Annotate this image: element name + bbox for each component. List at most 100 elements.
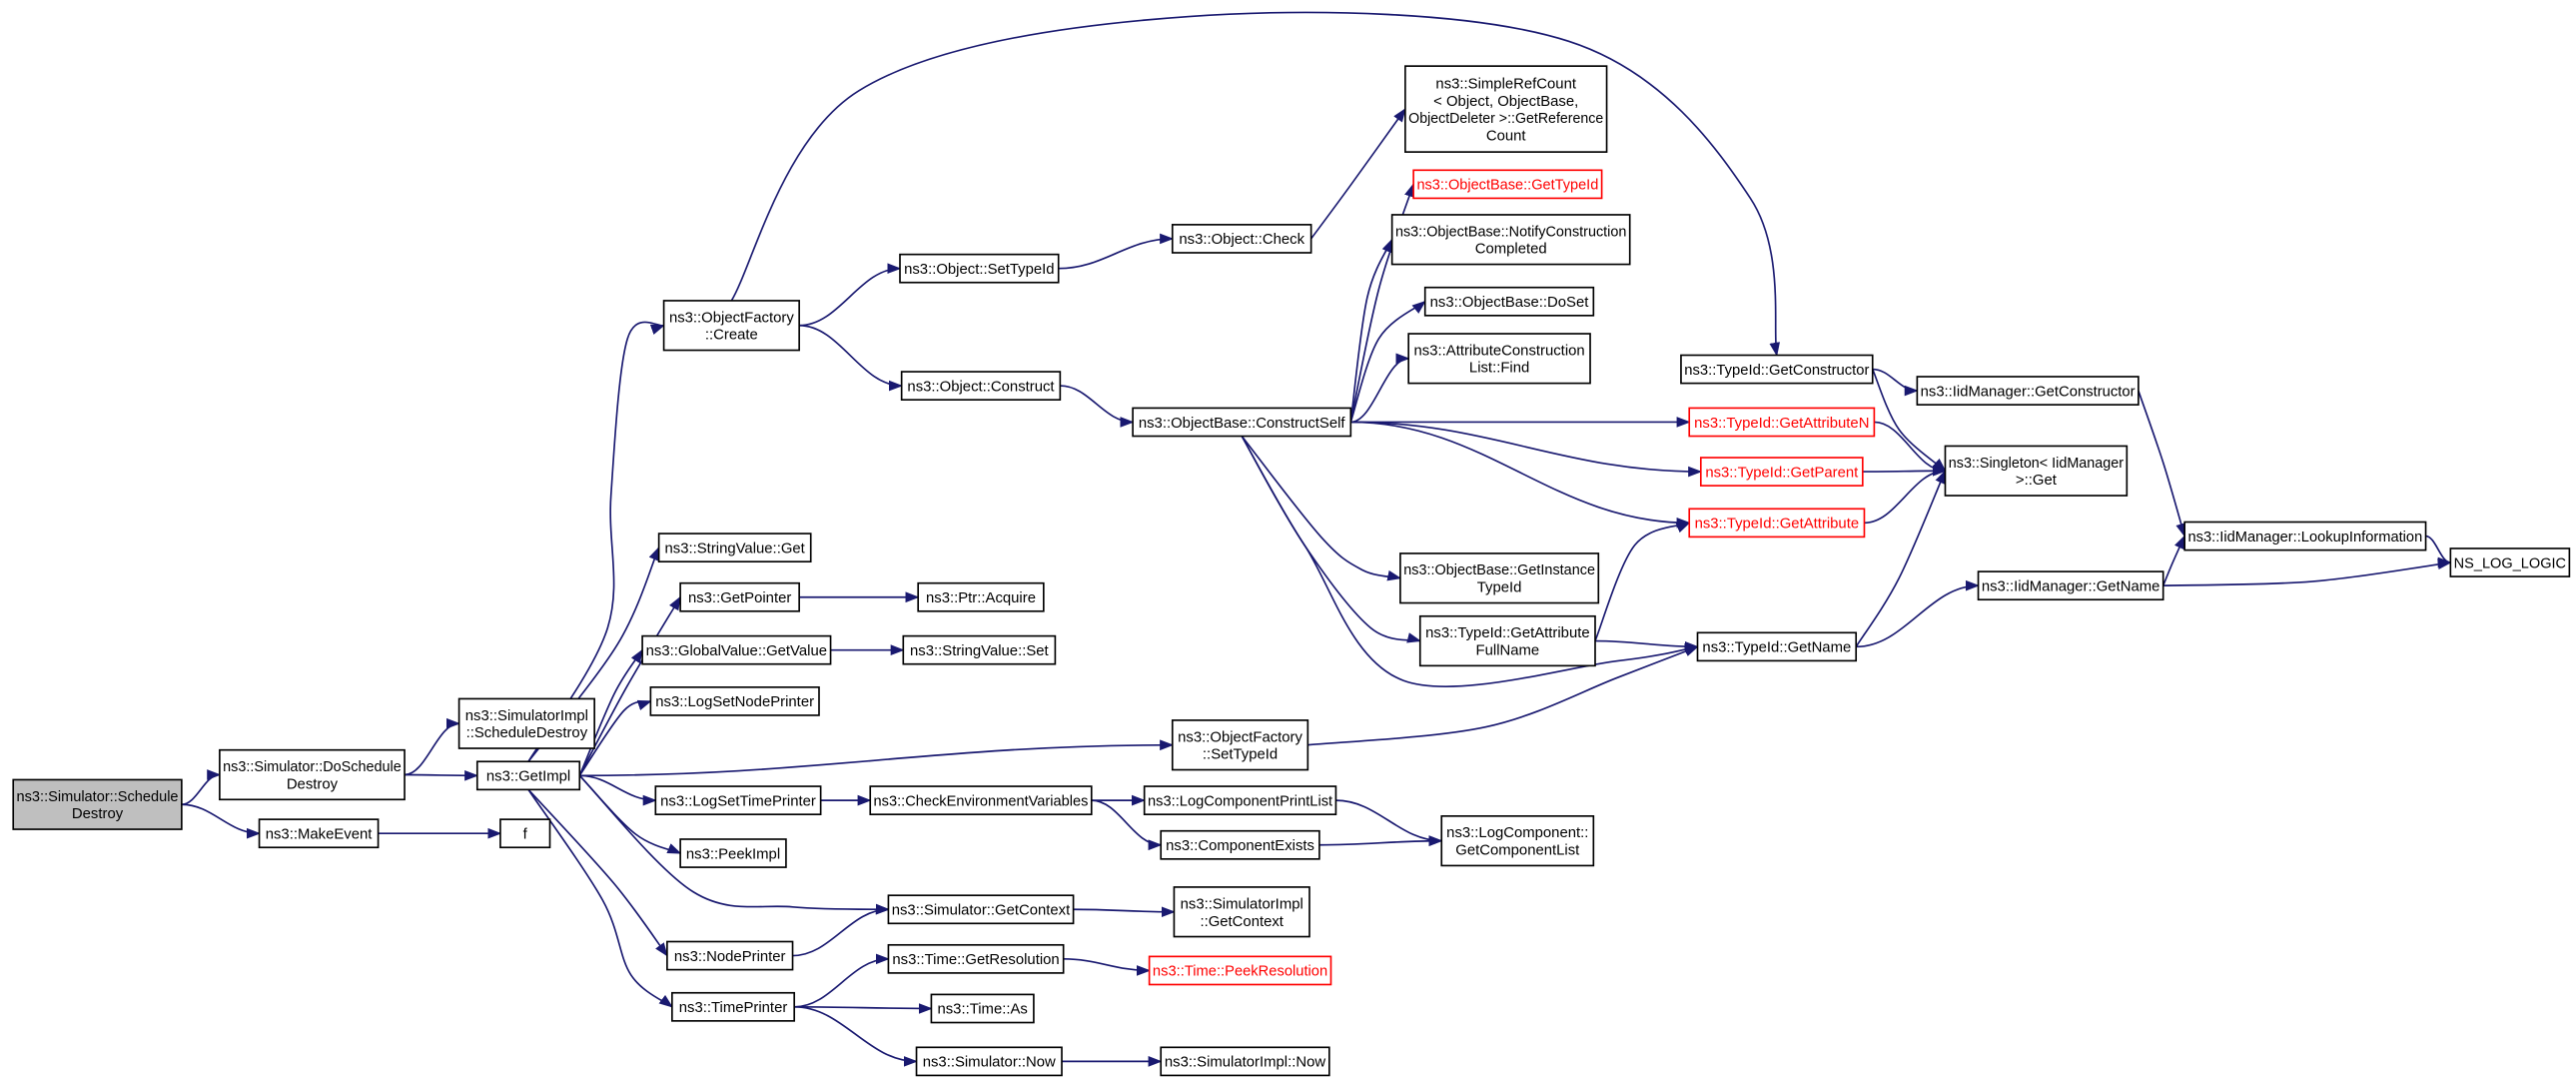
node-box[interactable] [12,778,183,830]
node-typeid-get-constructor[interactable]: ns3::TypeId::GetConstructor [1680,354,1874,385]
node-time-printer[interactable]: ns3::TimePrinter [671,991,796,1022]
node-box[interactable] [1399,552,1600,604]
node-objfactory-set-typeid[interactable]: ns3::ObjectFactory::SetTypeId [1171,719,1309,771]
node-globalvalue-getvalue[interactable]: ns3::GlobalValue::GetValue [641,634,832,665]
node-box[interactable] [1977,570,2164,601]
node-get-component-list[interactable]: ns3::LogComponent::GetComponentList [1440,815,1595,867]
node-simimpl-now[interactable]: ns3::SimulatorImpl::Now [1160,1046,1330,1077]
node-box[interactable] [902,634,1057,665]
node-box[interactable] [1160,1046,1330,1077]
node-box[interactable] [1944,445,2129,497]
node-typeid-get-attribute[interactable]: ns3::TypeId::GetAttribute [1688,508,1866,539]
node-time-peek-resolution[interactable]: ns3::Time::PeekResolution [1148,955,1332,986]
node-time-as[interactable]: ns3::Time::As [930,993,1035,1024]
node-iidmanager-getname[interactable]: ns3::IidManager::GetName [1977,570,2164,601]
node-objectbase-doset[interactable]: ns3::ObjectBase::DoSet [1423,286,1595,317]
node-box[interactable] [1412,169,1603,200]
node-box[interactable] [869,785,1093,815]
node-component-exists[interactable]: ns3::ComponentExists [1160,829,1320,860]
node-log-set-node-printer[interactable]: ns3::LogSetNodePrinter [649,686,820,716]
node-box[interactable] [1699,457,1864,487]
node-box[interactable] [1423,286,1595,317]
node-box[interactable] [1390,214,1631,266]
node-box[interactable] [1132,407,1352,438]
node-time-get-resolution[interactable]: ns3::Time::GetResolution [887,943,1065,974]
node-sim-get-context[interactable]: ns3::Simulator::GetContext [887,894,1075,925]
node-objectbase-get-typeid[interactable]: ns3::ObjectBase::GetTypeId [1412,169,1603,200]
node-iidmanager-get-constructor[interactable]: ns3::IidManager::GetConstructor [1916,376,2140,406]
node-box[interactable] [1418,614,1596,667]
node-box[interactable] [930,993,1035,1024]
node-typeid-get-attribute-n[interactable]: ns3::TypeId::GetAttributeN [1688,407,1876,438]
node-constructself[interactable]: ns3::ObjectBase::ConstructSelf [1132,407,1352,438]
node-object-set-typeid[interactable]: ns3::Object::SetTypeId [899,253,1060,284]
node-get-pointer[interactable]: ns3::GetPointer [679,581,800,612]
node-box[interactable] [475,760,581,791]
node-box[interactable] [915,1046,1063,1077]
node-box[interactable] [1696,631,1858,662]
node-singleton-get[interactable]: ns3::Singleton< IidManager>::Get [1944,445,2129,497]
node-box[interactable] [679,838,787,868]
node-box[interactable] [258,818,380,849]
node-sim-schedule-destroy[interactable]: ns3::Simulator::ScheduleDestroy [12,778,183,830]
node-log-component-print-list[interactable]: ns3::LogComponentPrintList [1143,785,1337,815]
node-box[interactable] [219,748,406,801]
node-ptr-acquire[interactable]: ns3::Ptr::Acquire [917,581,1045,612]
node-box[interactable] [671,991,796,1022]
node-box[interactable] [649,686,820,716]
node-box[interactable] [887,943,1065,974]
node-stringvalue-get[interactable]: ns3::StringValue::Get [657,533,812,563]
node-box[interactable] [654,785,822,815]
node-get-impl[interactable]: ns3::GetImpl [475,760,581,791]
node-make-event[interactable]: ns3::MakeEvent [258,818,380,849]
node-box[interactable] [1440,815,1595,867]
node-box[interactable] [1171,719,1309,771]
node-box[interactable] [1160,829,1320,860]
node-peek-impl[interactable]: ns3::PeekImpl [679,838,787,868]
node-box[interactable] [2449,547,2571,577]
node-box[interactable] [1688,508,1866,539]
node-box[interactable] [2183,521,2427,551]
node-box[interactable] [1404,65,1608,153]
node-box[interactable] [499,818,551,849]
node-box[interactable] [641,634,832,665]
node-box[interactable] [679,581,800,612]
node-ns-log-logic[interactable]: NS_LOG_LOGIC [2449,547,2571,577]
node-box[interactable] [1407,333,1591,385]
node-box[interactable] [900,371,1062,401]
node-box[interactable] [899,253,1060,284]
node-get-reference-count[interactable]: ns3::SimpleRefCount< Object, ObjectBase,… [1404,65,1608,153]
node-box[interactable] [887,894,1075,925]
node-box[interactable] [1173,886,1310,938]
node-box[interactable] [457,697,595,749]
node-objfactory-create[interactable]: ns3::ObjectFactory::Create [662,300,800,352]
node-box[interactable] [1916,376,2140,406]
node-node-printer[interactable]: ns3::NodePrinter [666,940,794,971]
node-box[interactable] [1148,955,1332,986]
node-box[interactable] [917,581,1045,612]
node-box[interactable] [666,940,794,971]
node-box[interactable] [1680,354,1874,385]
node-box[interactable] [657,533,812,563]
node-simimpl-schedule-destroy[interactable]: ns3::SimulatorImpl::ScheduleDestroy [457,697,595,749]
node-stringvalue-set[interactable]: ns3::StringValue::Set [902,634,1057,665]
node-check-env-vars[interactable]: ns3::CheckEnvironmentVariables [869,785,1093,815]
node-box[interactable] [1143,785,1337,815]
node-simimpl-get-context[interactable]: ns3::SimulatorImpl::GetContext [1173,886,1310,938]
node-typeid-get-parent[interactable]: ns3::TypeId::GetParent [1699,457,1864,487]
node-notify-construction-completed[interactable]: ns3::ObjectBase::NotifyConstructionCompl… [1390,214,1631,266]
node-lookup-information[interactable]: ns3::IidManager::LookupInformation [2183,521,2427,551]
node-sim-now[interactable]: ns3::Simulator::Now [915,1046,1063,1077]
node-object-construct[interactable]: ns3::Object::Construct [900,371,1062,401]
node-log-set-time-printer[interactable]: ns3::LogSetTimePrinter [654,785,822,815]
node-object-check[interactable]: ns3::Object::Check [1171,224,1312,254]
node-typeid-getname[interactable]: ns3::TypeId::GetName [1696,631,1858,662]
node-f[interactable]: f [499,818,551,849]
node-box[interactable] [662,300,800,352]
node-box[interactable] [1171,224,1312,254]
node-box[interactable] [1688,407,1876,438]
